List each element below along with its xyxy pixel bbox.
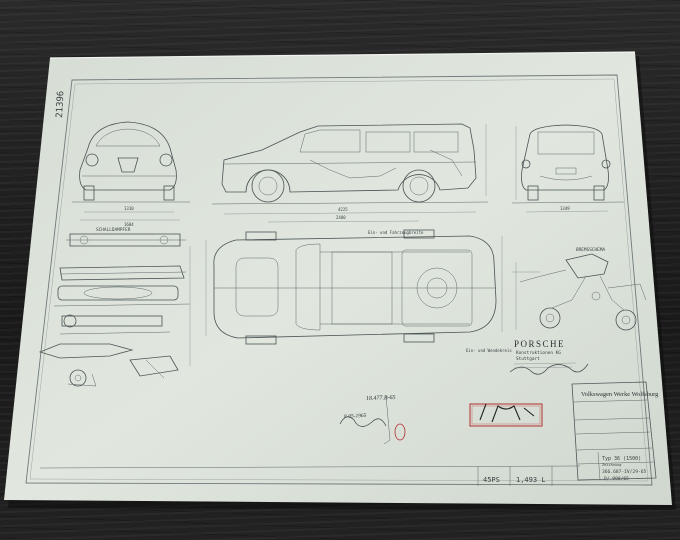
power-value: 45PS	[483, 476, 500, 484]
firm-name: PORSCHE	[514, 339, 565, 349]
left-detail-drawings: SCHALLDAMPFER	[38, 227, 191, 387]
firm-city: Stuttgart	[516, 356, 540, 362]
top-view-drawing: Ein- und Fahrzeugbreite Ein- und Wendekr…	[205, 229, 512, 353]
drawing-border	[25, 74, 653, 486]
porsche-block: PORSCHE Konstruktionen KG Stuttgart	[509, 339, 589, 375]
svg-text:1604: 1604	[124, 222, 134, 227]
svg-text:Ein- und Wendekreis: Ein- und Wendekreis	[466, 348, 512, 353]
approval-signature	[339, 416, 387, 427]
handwritten-ref: 18.477.B-65	[366, 394, 396, 402]
firm-sub: Konstruktionen KG	[516, 350, 561, 356]
svg-text:1349: 1349	[560, 206, 570, 211]
rear-view-drawing: 1349	[511, 124, 625, 213]
side-view-drawing: 4225 2400	[211, 123, 489, 223]
brake-schema-drawing: BREMSSCHEMA	[512, 247, 647, 331]
svg-text:4225: 4225	[338, 207, 348, 212]
red-signature-stamp	[469, 403, 543, 427]
brake-schema-label: BREMSSCHEMA	[576, 247, 605, 253]
svg-text:Ein- und Fahrzeugbreite: Ein- und Fahrzeugbreite	[368, 230, 424, 235]
red-seal-stamp	[394, 423, 406, 441]
title-block: Volkswagen Werke Wolfsburg Typ 36 (1500)…	[571, 381, 659, 482]
serial-text: 21396	[55, 91, 66, 119]
svg-text:1310: 1310	[124, 206, 134, 211]
model-sub: Zeichnung	[602, 463, 621, 467]
company-name: Volkswagen Werke Wolfsburg	[581, 391, 659, 398]
paper-sheet	[4, 52, 672, 505]
shock-absorber-label: SCHALLDAMPFER	[96, 227, 131, 233]
svg-text:2400: 2400	[336, 215, 346, 220]
handwritten-date: 8-05-1965	[344, 413, 367, 420]
sheet-number: P/ 998/65	[604, 476, 629, 482]
front-view-drawing: 1310 1604	[72, 121, 190, 227]
handwritten-notes: 18.477.B-65 8-05-1965	[339, 394, 406, 445]
bottom-spec-row: 45PS 1,493 L	[39, 465, 581, 486]
model-name: Typ 36 (1500)	[602, 456, 641, 462]
porsche-signature	[509, 363, 589, 375]
drawing-number: 366.687-IV/29-65	[602, 469, 646, 475]
serial-number: 21396	[55, 91, 66, 119]
displacement-value: 1,493 L	[516, 476, 546, 484]
